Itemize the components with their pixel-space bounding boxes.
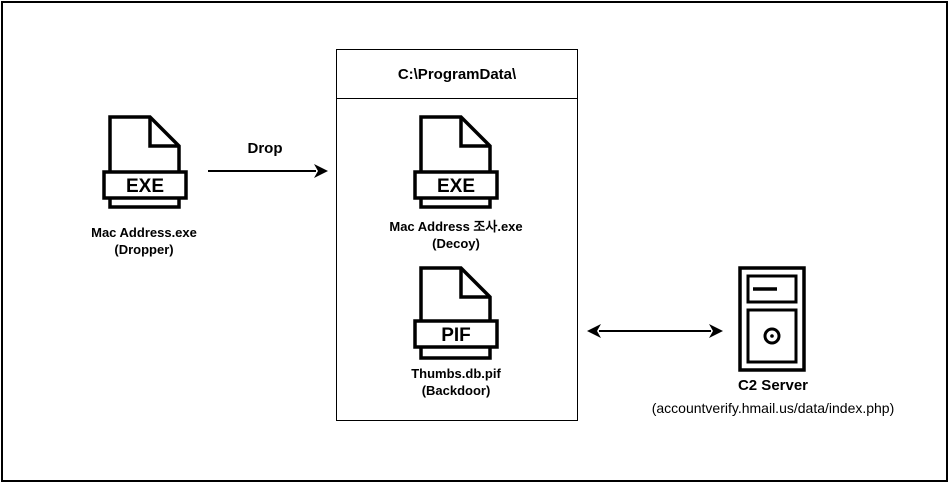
dropper-badge: EXE xyxy=(126,176,164,197)
c2-bidirectional-arrow-icon xyxy=(587,324,723,338)
dropper-file-exe-icon: EXE xyxy=(102,115,188,209)
decoy-name: Mac Address 조사.exe xyxy=(389,219,523,234)
decoy-badge: EXE xyxy=(437,176,475,197)
server-name: C2 Server xyxy=(737,377,809,394)
backdoor-file-pif-icon: PIF xyxy=(413,266,499,360)
container-title: C:\ProgramData\ xyxy=(337,50,577,99)
c2-server-icon xyxy=(738,266,806,372)
server-url: (accountverify.hmail.us/data/index.php) xyxy=(651,400,895,416)
dropper-name: Mac Address.exe xyxy=(91,225,197,240)
dropper-role: (Dropper) xyxy=(114,242,174,257)
backdoor-badge: PIF xyxy=(441,325,471,346)
backdoor-role: (Backdoor) xyxy=(421,383,491,398)
drop-arrow-right-icon xyxy=(208,164,328,178)
decoy-file-exe-icon: EXE xyxy=(413,115,499,209)
decoy-role: (Decoy) xyxy=(432,236,480,251)
backdoor-name: Thumbs.db.pif xyxy=(411,366,501,381)
drop-arrow-label: Drop xyxy=(247,140,283,157)
